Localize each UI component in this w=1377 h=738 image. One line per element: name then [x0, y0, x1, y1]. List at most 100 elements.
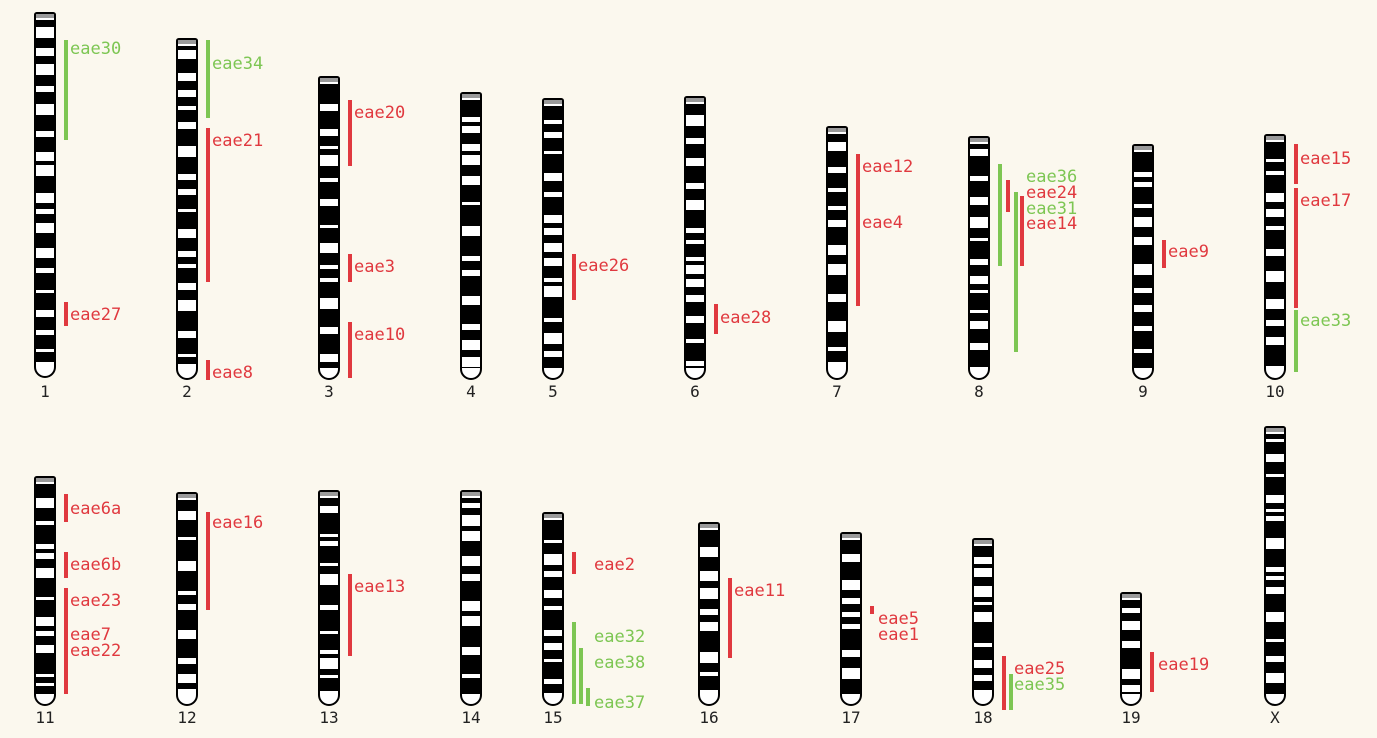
locus-label-eae22: eae22 — [70, 641, 122, 661]
chromosome-band — [544, 610, 562, 630]
chromosome-band — [36, 677, 54, 683]
chromosome-band — [828, 134, 846, 142]
chromosome-band — [36, 75, 54, 86]
locus-bar-eae14 — [1020, 196, 1024, 266]
chromosome-band — [320, 206, 338, 225]
locus-bar-eae19 — [1150, 652, 1154, 692]
chromosome-band — [36, 161, 54, 165]
chromosome-band — [320, 111, 338, 129]
chromosome-band — [1266, 683, 1284, 694]
chromosome-band — [1134, 227, 1152, 237]
chromosome-band — [686, 287, 704, 295]
telomere-cap — [462, 492, 480, 496]
chromosome-band — [178, 129, 196, 146]
chromosome-band — [36, 115, 54, 131]
telomere-cap — [178, 40, 196, 44]
chromosome-number-label: 7 — [832, 382, 842, 401]
chromosome-band — [36, 176, 54, 193]
chromosome-band — [36, 203, 54, 209]
chromosome-band — [320, 678, 338, 691]
locus-label-eae4: eae4 — [862, 213, 903, 233]
locus-bar-eae6b — [64, 552, 68, 578]
locus-label-eae37: eae37 — [594, 693, 646, 713]
chromosome-band — [320, 566, 338, 574]
chromosome-band — [320, 537, 338, 541]
chromosome-band — [1266, 477, 1284, 495]
locus-label-eae3: eae3 — [354, 257, 395, 277]
locus-bar-eae10 — [348, 322, 352, 378]
chromosome-13 — [318, 490, 340, 706]
chromosome-band — [544, 154, 562, 173]
locus-bar-eae20 — [348, 100, 352, 166]
chromosome-band — [36, 549, 54, 553]
telomere-cap — [544, 100, 562, 104]
chromosome-number-label: X — [1270, 708, 1280, 727]
locus-bar-eae2 — [572, 552, 576, 574]
chromosome-band — [320, 182, 338, 199]
chromosome-band — [462, 276, 480, 296]
chromosome-band — [178, 97, 196, 106]
chromosome-band — [178, 311, 196, 331]
chromosome-band — [462, 526, 480, 531]
chromosome-band — [1266, 345, 1284, 366]
chromosome-number-label: 13 — [319, 708, 339, 727]
chromosome-band — [544, 106, 562, 120]
chromosome-band — [1134, 152, 1152, 172]
chromosome-9 — [1132, 144, 1154, 380]
chromosome-band — [544, 297, 562, 318]
chromosome-band — [320, 362, 338, 368]
locus-bar-eae13 — [348, 574, 352, 656]
chromosome-band — [462, 611, 480, 616]
chromosome-band — [178, 81, 196, 90]
locus-label-eae21: eae21 — [212, 131, 264, 151]
chromosome-band — [36, 38, 54, 48]
chromosome-band — [686, 274, 704, 279]
chromosome-band — [974, 647, 992, 660]
locus-label-eae10: eae10 — [354, 325, 406, 345]
chromosome-band — [544, 235, 562, 243]
chromosome-band — [462, 566, 480, 574]
chromosome-band — [970, 329, 988, 343]
chromosome-band — [178, 257, 196, 264]
chromosome-number-label: 5 — [548, 382, 558, 401]
chromosome-band — [36, 273, 54, 290]
chromosome-band — [544, 197, 562, 215]
chromosome-band — [320, 669, 338, 675]
telomere-cap — [36, 14, 54, 18]
chromosome-number-label: 3 — [324, 382, 334, 401]
chromosome-band — [36, 686, 54, 694]
chromosome-band — [544, 520, 562, 540]
chromosome-X — [1264, 426, 1286, 706]
chromosome-band — [462, 655, 480, 674]
chromosome-band — [1266, 434, 1284, 439]
chromosome-band — [686, 104, 704, 115]
chromosome-band — [544, 357, 562, 368]
telomere-cap — [1122, 594, 1140, 598]
chromosome-band — [544, 636, 562, 643]
locus-bar-eae34 — [206, 40, 210, 118]
chromosome-band — [462, 151, 480, 155]
chromosome-band — [36, 352, 54, 362]
chromosome-band — [178, 268, 196, 283]
chromosome-band — [544, 138, 562, 151]
chromosome-band — [970, 265, 988, 276]
chromosome-band — [462, 678, 480, 694]
chromosome-band — [36, 137, 54, 152]
chromosome-band — [842, 562, 860, 580]
chromosome-band — [320, 166, 338, 178]
chromosome-band — [544, 266, 562, 278]
chromosome-band — [686, 189, 704, 200]
chromosome-band — [970, 205, 988, 217]
chromosome-band — [36, 335, 54, 349]
chromosome-band — [36, 214, 54, 223]
chromosome-band — [178, 683, 196, 689]
chromosome-band — [36, 92, 54, 104]
chromosome-band — [178, 338, 196, 354]
chromosome-band — [974, 605, 992, 612]
chromosome-5 — [542, 98, 564, 380]
chromosome-band — [36, 636, 54, 645]
chromosome-1 — [34, 12, 56, 378]
locus-label-eae32: eae32 — [594, 627, 646, 647]
telomere-cap — [1134, 146, 1152, 150]
